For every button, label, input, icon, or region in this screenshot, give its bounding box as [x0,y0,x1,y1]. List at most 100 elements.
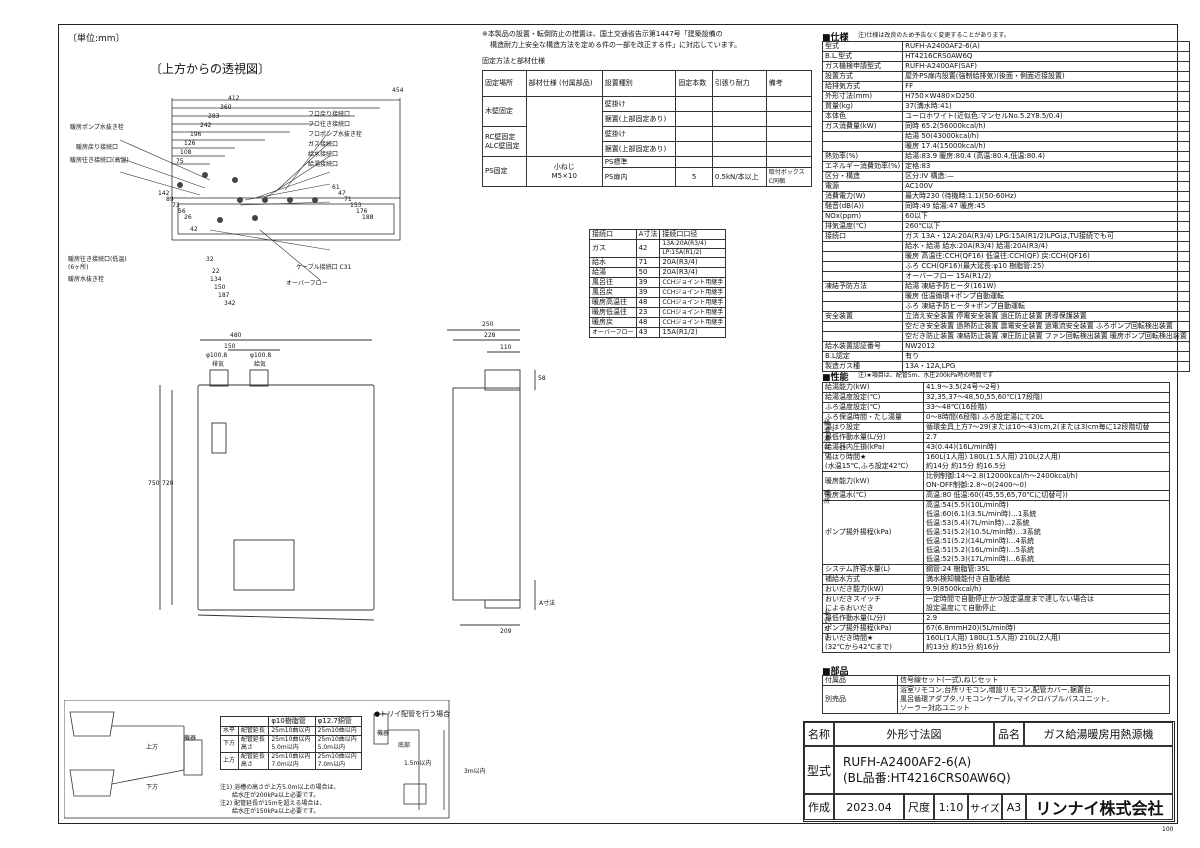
dim-454: 454 [392,87,404,94]
dim-108: 108 [180,149,192,156]
note-line-1: ※本製品の設置・転倒防止の措置は、国土交通省告示第1447号「建築設備の [482,30,723,38]
perf-row: おいだきスイッチ によるおいだき一定時間で自動停止かつ設定温度まで達しない場合は… [822,594,1170,614]
conn-r2-name: 給水 [589,257,637,268]
pipe-r1-3: 25m10曲以内 5.0m以内 [314,735,363,753]
dim-150: 150 [214,284,226,291]
perf-row: 最低作動水量(L/分)2.7 [822,432,1170,443]
tb-product-value: ガス給湯暖房用熱源機 [1024,722,1173,746]
fix-r5-type: PS扉内 [601,167,677,187]
spec-cell: 空だき防止装置 凍結防止装置 凍圧防止装置 ファン回転検出装置 暖房ポンプ回転検… [902,331,1190,342]
piping-diagram [64,700,450,819]
spec-row: B.L認定有り [821,351,1190,362]
spec-cell: 給排気方式 [821,81,904,92]
spec-cell: 60以下 [902,211,1190,222]
spec-cell: 給水・給湯 給水:20A(R3/4) 給湯:20A(R3/4) [902,241,1190,252]
spec-row: NOx(ppm)60以下 [821,211,1190,222]
diag-label-up: 上方 [146,744,159,751]
tb-product-label: 品名 [994,722,1024,746]
perf-cell: システム許容水量(L) [822,564,924,575]
fix-r4-place: PS固定 [482,156,527,187]
pipe-note-2: 給水圧が200kPa以上必要です。 [232,792,320,799]
conn-r5-size: CCHジョイント用継手 [659,287,727,298]
fix-r1-type: 据置(上部固定あり) [601,111,677,127]
perf-row: システム許容水量(L)鋼管:24 樹脂管:35L [822,564,1170,575]
tb-model-cell: RUFH-A2400AF2-6(A) (BL品番:HT4216CRS0AW6Q) [834,746,1173,794]
tb-model-value-1: RUFH-A2400AF2-6(A) [843,754,972,769]
lbl-heat-return: 暖房戻り接続口 [76,144,119,151]
spec-cell: 消費電力(W) [821,191,904,202]
fix-h3: 固定本数 [675,70,713,97]
conn-r0-a: 42 [635,239,661,258]
dim-61: 61 [332,184,340,191]
perf-cell: 給湯能力(kW) [822,382,924,393]
diag-label-3m: 3m以内 [464,768,486,775]
lbl-bath-supply: フロ往き接続口 [308,121,351,128]
front-dim-phi2: φ100.8 [250,352,272,359]
tb-model-label: 型式 [804,746,834,794]
dim-47: 47 [338,190,346,197]
perf-row: 暖房温水(℃)高温:80 低温:60((45,55,65,70℃に切替可)) [822,490,1170,501]
perf-cell: 43(0.44)(16L/min時) [923,442,1170,453]
spec-row: ふろ CCH(QF16)(最大延長:φ10 樹脂管:25) [821,261,1190,272]
conn-r2-size: 20A(R3/4) [659,257,727,268]
perf-cell: 循環金具上方7〜29(または10〜43)cm,2(または3)cm毎に12段階切替 [923,422,1170,433]
perf-side-reheat: おいだき [824,610,831,641]
drawing-frame [58,24,1178,824]
spec-cell: 260℃以下 [902,221,1190,232]
pipe-r0-3: 25m10曲以内 [314,726,363,736]
tb-name-value: 外形寸法図 [834,722,994,746]
spec-row: 凍結予防方法給湯 凍結予防ヒータ(161W) [821,281,1190,292]
perf-cell: 0〜8時間(6段階) ふろ設定湯にて20L [923,412,1170,423]
spec-cell: エネルギー消費効率(%) [821,161,904,172]
spec-cell: B.L.型式 [821,51,904,62]
conn-r3-size: 20A(R3/4) [659,267,727,278]
spec-cell: RUFH-A2400AF2-6(A) [902,41,1190,52]
dim-188: 188 [362,214,374,221]
diag-label-bottom: 底部 [398,742,411,749]
dim-22: 22 [212,268,220,275]
fix-r4-member: 小ねじ M5×10 [525,156,603,187]
dim-412: 412 [228,95,240,102]
conn-r6-name: 暖房高温往 [589,297,637,308]
lbl-bath-return: フロ戻り接続口 [308,111,351,118]
side-dim-250: 250 [482,321,494,328]
pipe-r0-2: 25m10曲以内 [268,726,316,736]
dim-153: 153 [350,202,362,209]
fix-r5-count: 5 [675,167,713,187]
pipe-r2-1: 配管延長 高さ [237,752,270,770]
fix-r4-type: PS標準 [601,156,677,168]
spec-cell: 設置方式 [821,71,904,82]
spec-row: エネルギー消費効率(%)定格:83 [821,161,1190,172]
spec-cell: 定格:83 [902,161,1190,172]
page-number: 100 [1162,826,1174,833]
tb-made-value: 2023.04 [834,794,904,820]
note-line-2: 構造耐力上安全な構造方法を定める件の一部を改正する件」に対応しています。 [490,41,742,49]
fix-h2: 設置種別 [601,70,677,97]
side-dim-228: 228 [484,332,496,339]
conn-r8-a: 48 [635,317,661,328]
front-dim-480: 480 [230,332,242,339]
tb-size-value: A3 [1002,794,1026,820]
perf-cell: 160L(1人用) 180L(1.5人用) 210L(2人用) 約14分 約15… [923,452,1170,472]
dim-75: 75 [176,158,184,165]
spec-cell: HT4216CRS0AW6Q [902,51,1190,62]
lbl-heat-supply-high: 暖房往き接続口(高温) [70,157,129,164]
spec-cell: ユーロホワイト(近似色:マンセルNo.5.2Y8.5/0.4) [902,111,1190,122]
pipe-r2-2: 25m10曲以内 7.0m以内 [268,752,316,770]
perf-cell: 最低作動水量(L/分) [822,613,924,624]
tb-scale-value: 1:10 [934,794,968,820]
pipe-r0-1: 配管延長 [237,726,270,736]
conn-r8-size: CCHジョイント用継手 [659,317,727,328]
spec-cell: 質量(kg) [821,101,904,112]
diag-label-down: 下方 [146,784,159,791]
conn-r8-name: 暖房戻 [589,317,637,328]
spec-cell [821,241,904,252]
conn-r4-name: 風呂往 [589,277,637,288]
spec-cell: H750×W480×D250 [902,91,1190,102]
spec-cell: ガス 13A・12A:20A(R3/4) LPG:15A(R1/2)LPGは,T… [902,231,1190,242]
dim-134: 134 [210,276,222,283]
dim-32: 32 [206,256,214,263]
side-dim-110: 110 [500,344,512,351]
